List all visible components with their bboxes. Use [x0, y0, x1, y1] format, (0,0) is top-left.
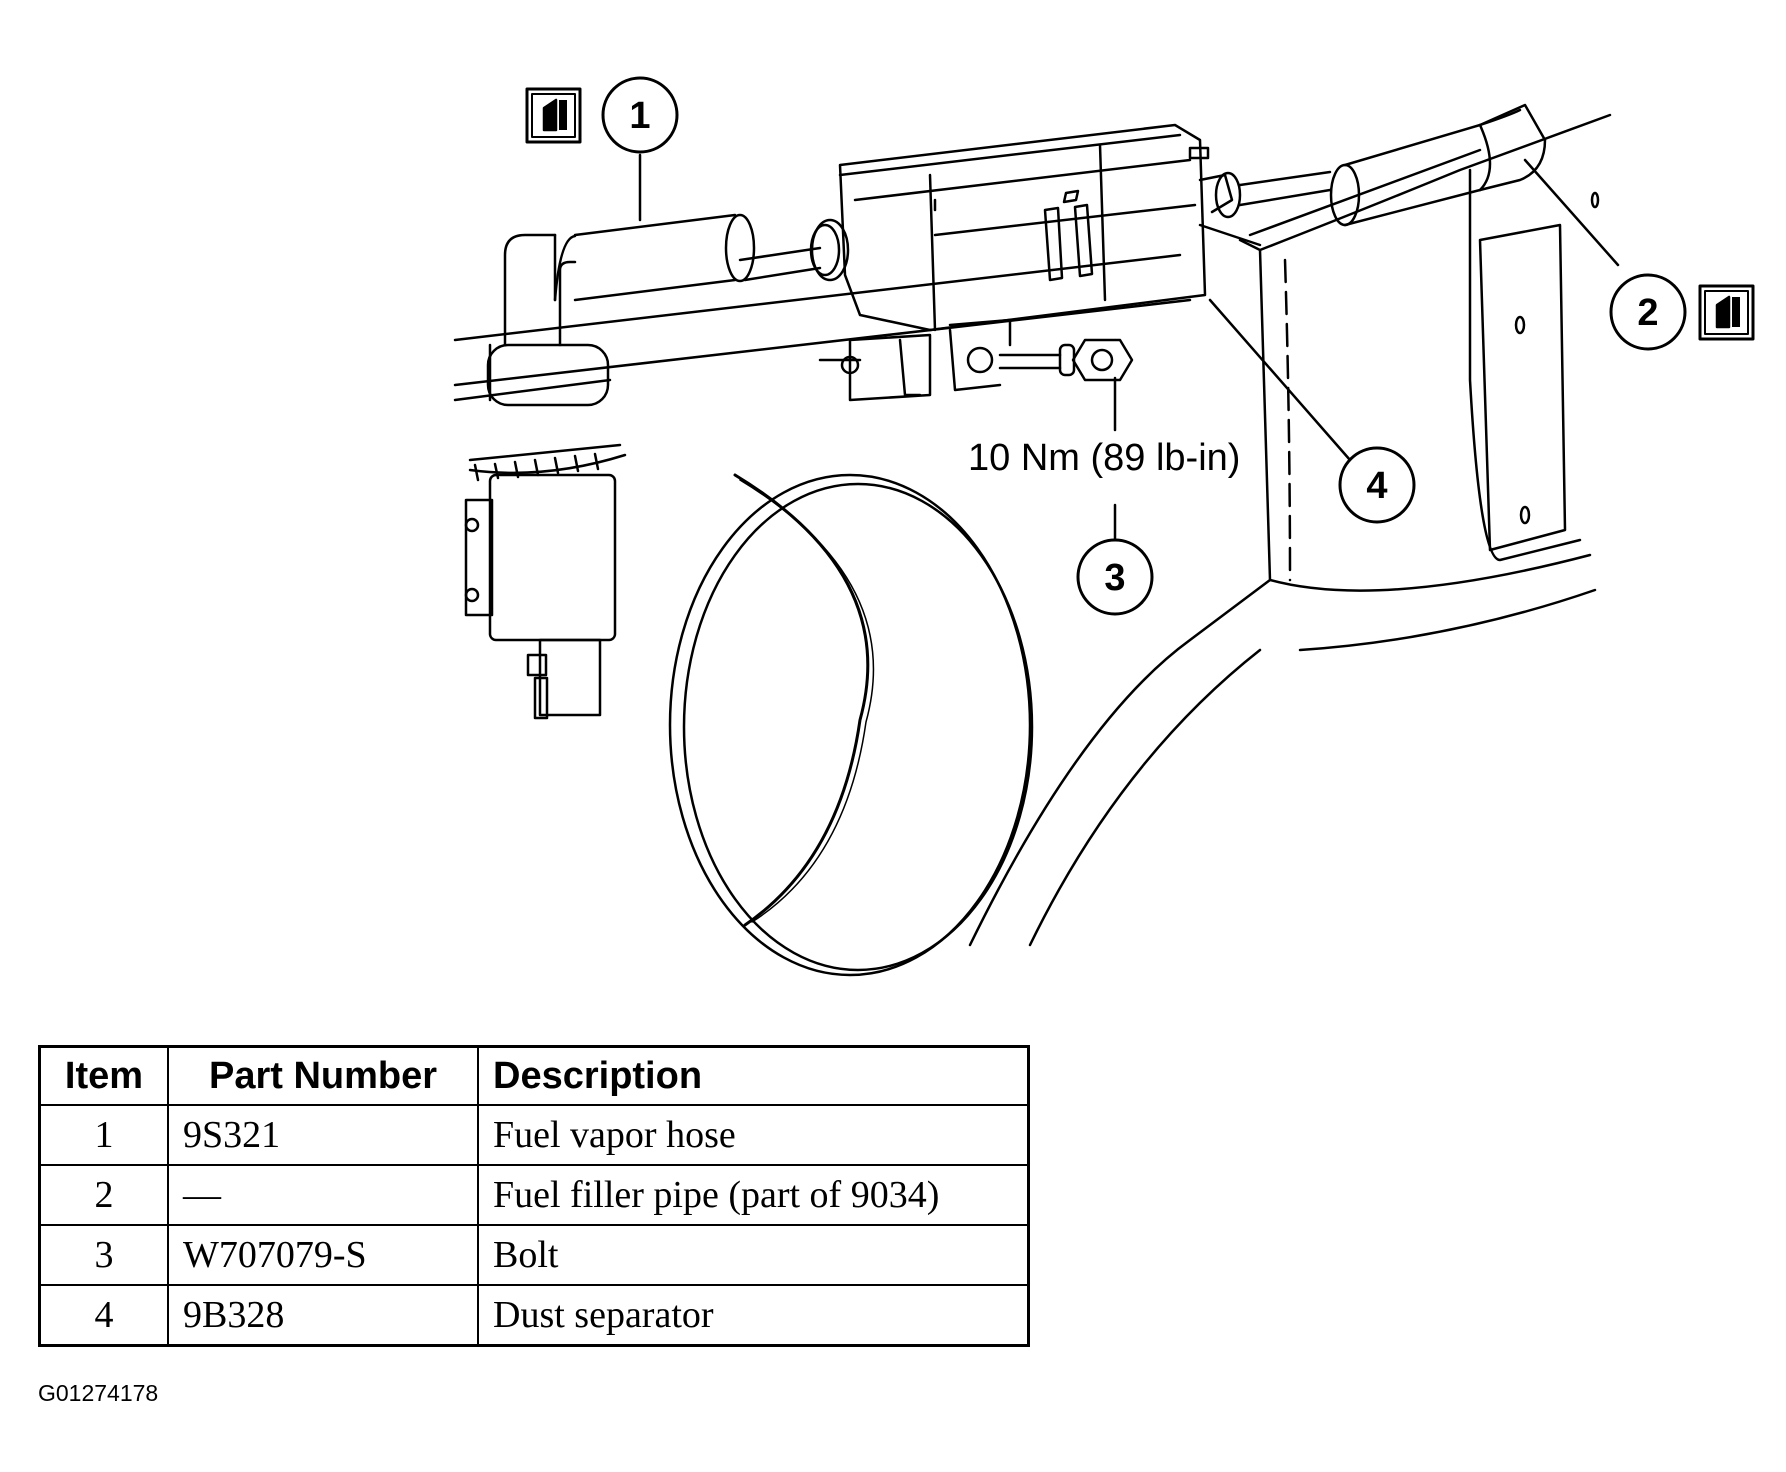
table-row: 1 9S321 Fuel vapor hose [38, 1104, 1030, 1166]
parts-table: Item Part Number Description 1 9S321 Fue… [38, 1045, 1030, 1347]
header-part-number: Part Number [167, 1045, 479, 1106]
callout-3: 3 [1076, 538, 1154, 616]
cell-item: 3 [38, 1224, 169, 1286]
cell-item: 4 [38, 1284, 169, 1347]
cell-part-number: — [167, 1164, 479, 1226]
dust-separator-diagram: 1 2 3 4 10 Nm (89 lb-in) [453, 76, 1755, 977]
cell-item: 2 [38, 1164, 169, 1226]
cell-description: Bolt [477, 1224, 1030, 1286]
table-header-row: Item Part Number Description [38, 1045, 1030, 1106]
svg-text:1: 1 [629, 95, 650, 137]
leader-lines [638, 153, 1620, 542]
table-row: 4 9B328 Dust separator [38, 1284, 1030, 1347]
frame-bracket [968, 113, 1612, 947]
table-row: 2 — Fuel filler pipe (part of 9034) [38, 1164, 1030, 1226]
fuel-filler-pipe [1329, 103, 1547, 227]
cell-part-number: W707079-S [167, 1224, 479, 1286]
torque-spec: 10 Nm (89 lb-in) [968, 437, 1240, 479]
fuel-vapor-hose [503, 213, 850, 347]
cell-item: 1 [38, 1104, 169, 1166]
callout-4: 4 [1338, 446, 1416, 524]
svg-text:3: 3 [1104, 557, 1125, 599]
callout-1: 1 [601, 76, 679, 154]
cell-description: Dust separator [477, 1284, 1030, 1347]
figure-id: G01274178 [38, 1380, 159, 1406]
disconnect-icon [525, 87, 582, 144]
svg-text:4: 4 [1366, 465, 1387, 507]
cell-description: Fuel vapor hose [477, 1104, 1030, 1166]
table-row: 3 W707079-S Bolt [38, 1224, 1030, 1286]
header-description: Description [477, 1045, 1030, 1106]
cell-description: Fuel filler pipe (part of 9034) [477, 1164, 1030, 1226]
mounting-bracket [818, 318, 1134, 402]
cell-part-number: 9B328 [167, 1284, 479, 1347]
dust-separator [838, 123, 1332, 332]
header-item: Item [38, 1045, 169, 1106]
disconnect-icon [1698, 284, 1755, 341]
svg-text:2: 2 [1637, 292, 1658, 334]
filler-neck-ring [668, 473, 1034, 977]
cell-part-number: 9S321 [167, 1104, 479, 1166]
callout-2: 2 [1609, 273, 1687, 351]
purge-valve [464, 343, 627, 720]
